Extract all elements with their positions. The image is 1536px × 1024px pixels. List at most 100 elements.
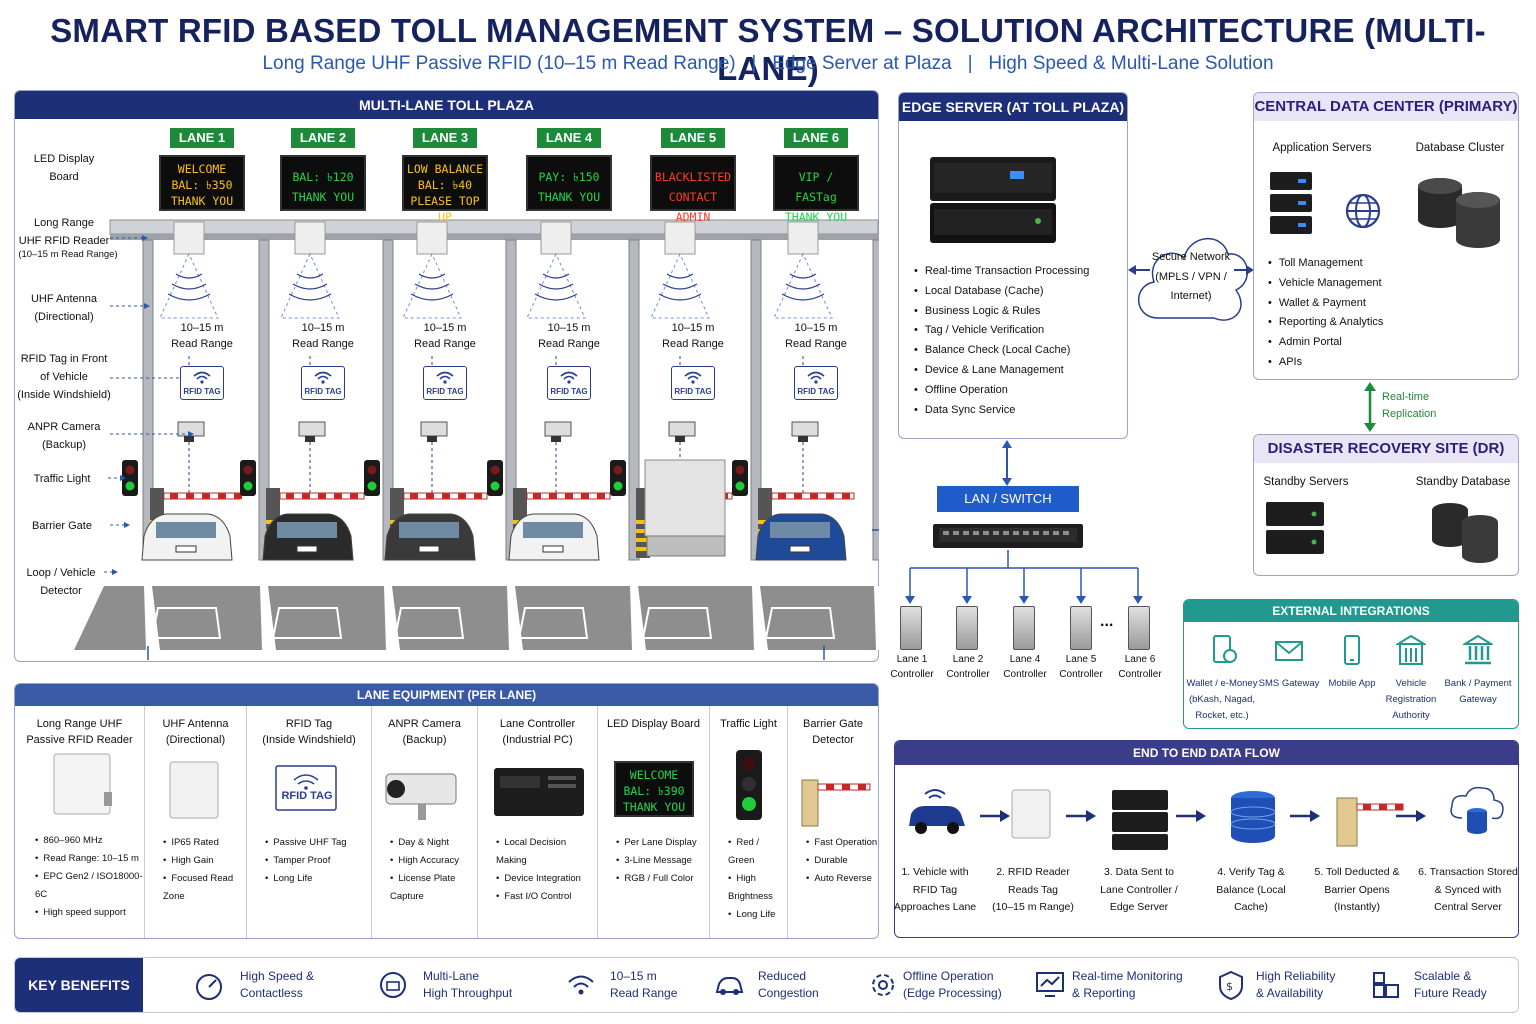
barrier-arm-stripe [218, 493, 226, 499]
svg-text:$: $ [1226, 980, 1233, 993]
equipment-column: RFID Tag(Inside Windshield)Passive UHF T… [247, 706, 372, 938]
led-line: THANK YOU [784, 210, 848, 224]
wifi-icon [568, 975, 594, 995]
read-zone-beam [650, 252, 710, 319]
barrier-arm-stripe [286, 493, 294, 499]
lane-controller-device-icon [494, 768, 584, 816]
lane-badge: LANE 3 [413, 128, 477, 148]
equipment-spec-list: Red / GreenHigh BrightnessLong Life [728, 834, 787, 924]
lane-badge: LANE 5 [661, 128, 725, 148]
truck-icon [644, 459, 726, 537]
led-line: THANK YOU [537, 190, 601, 204]
signal-arc [658, 293, 702, 301]
plaza-side-label: Loop / Vehicle Detector [26, 567, 96, 597]
traffic-light-green [125, 481, 135, 491]
equipment-title: LED Display Board [607, 718, 700, 730]
equipment-title: UHF Antenna(Directional) [162, 718, 229, 746]
signal-arc [414, 283, 450, 290]
signal-arc [296, 273, 324, 279]
traffic-light-green [367, 481, 377, 491]
anpr-camera-lens [675, 436, 685, 442]
signal-arc [542, 273, 570, 279]
equipment-title: ANPR Camera(Backup) [388, 718, 461, 746]
replication-arrow [1364, 382, 1376, 432]
lane-badge: LANE 1 [170, 128, 234, 148]
scale-blocks-icon [1373, 972, 1399, 998]
barrier-arm-stripe [581, 493, 589, 499]
equipment-spec: Local Decision Making [496, 834, 597, 870]
led-line: THANK YOU [291, 190, 355, 204]
pillar [872, 239, 879, 561]
page-title: SMART RFID BASED TOLL MANAGEMENT SYSTEM … [50, 12, 1486, 87]
dc-feature: Toll Management [1268, 254, 1383, 274]
equipment-spec-list: 860–960 MHzRead Range: 10–15 mEPC Gen2 /… [35, 832, 144, 922]
signal-arc [662, 283, 698, 290]
label-leader-arrow [142, 235, 148, 241]
barrier-arm-stripe [458, 493, 466, 499]
rfid-reader-icon [294, 221, 326, 255]
globe-icon [1345, 193, 1381, 229]
traffic-light-icon [364, 460, 380, 496]
car-icon [715, 977, 744, 995]
license-plate [542, 545, 564, 553]
plaza-side-label: Traffic Light [33, 473, 91, 485]
plaza-side-label: ANPR Camera (Backup) [27, 421, 101, 451]
standby-server-icon [1266, 502, 1324, 554]
standby-database-icon [1432, 503, 1498, 563]
edge-feature: Device & Lane Management [914, 361, 1089, 381]
equipment-spec: 3-Line Message [616, 852, 697, 870]
signal-arc [785, 283, 821, 290]
lane-controller-icon [1128, 606, 1150, 650]
equip-header: LANE EQUIPMENT (PER LANE) [15, 684, 878, 706]
barrier-arm-stripe [842, 493, 850, 499]
traffic-light-red [367, 465, 377, 475]
lane-controller-icon [1013, 606, 1035, 650]
pillar [628, 239, 640, 561]
equipment-spec: License Plate Capture [390, 870, 477, 906]
lane-controller-icon [956, 606, 978, 650]
equipment-spec: Fast Operation [806, 834, 877, 852]
led-line: BLACKLISTED [654, 170, 732, 184]
anpr-camera-icon [298, 421, 326, 437]
plaza-side-label: (10–15 m Read Range) [18, 249, 118, 260]
led-line: VIP / FASTag [795, 170, 837, 204]
signal-arc [666, 273, 694, 279]
equipment-spec: IP65 Rated [163, 834, 246, 852]
equipment-spec: Long Life [265, 870, 347, 888]
traffic-light-icon [240, 460, 256, 496]
signal-arc [538, 283, 574, 290]
edge-feature: Balance Check (Local Cache) [914, 341, 1089, 361]
rfid-reader-icon [1011, 789, 1051, 839]
equipment-spec: Auto Reverse [806, 870, 877, 888]
signal-arc [292, 283, 328, 290]
controller-connectors [905, 550, 1143, 604]
label-leader-arrow [120, 475, 126, 481]
loop-detector [517, 607, 589, 639]
multi-lane-icon [380, 972, 406, 998]
signal-arc [171, 283, 207, 290]
ext-item-label: Mobile App [1328, 678, 1376, 689]
edge-feature: Data Sync Service [914, 401, 1089, 421]
dc-header: CENTRAL DATA CENTER (PRIMARY) [1254, 93, 1518, 121]
barrier-stripe [636, 547, 650, 551]
edge-lan-connector [1002, 440, 1012, 486]
lane-marking [630, 586, 646, 650]
equipment-spec: High Brightness [728, 870, 787, 906]
edge-feature: Real-time Transaction Processing [914, 262, 1089, 282]
equipment-column: ANPR Camera(Backup)Day & NightHigh Accur… [372, 706, 478, 938]
anpr-camera-lens [551, 436, 561, 442]
lane-marking [144, 586, 160, 650]
barrier-arm-stripe [794, 493, 802, 499]
license-plate [418, 545, 440, 553]
equipment-title: Traffic Light [720, 718, 777, 730]
